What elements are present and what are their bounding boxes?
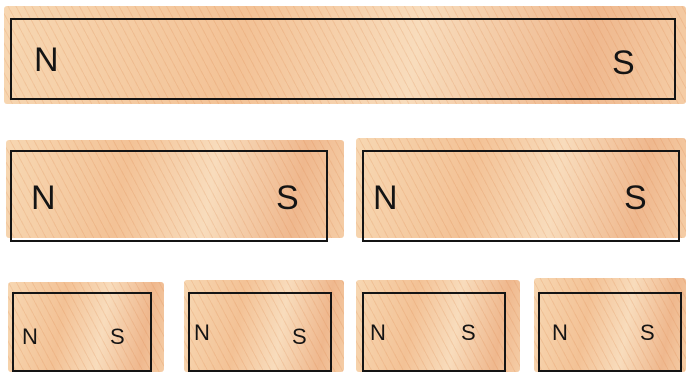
north-pole-label: N — [373, 181, 398, 215]
south-pole-label: S — [461, 322, 476, 344]
magnet-outline — [10, 18, 676, 100]
south-pole-label: S — [612, 46, 635, 80]
south-pole-label: S — [640, 322, 655, 344]
north-pole-label: N — [370, 322, 386, 344]
south-pole-label: S — [110, 326, 125, 348]
north-pole-label: N — [22, 326, 38, 348]
north-pole-label: N — [34, 43, 59, 77]
south-pole-label: S — [292, 326, 307, 348]
north-pole-label: N — [552, 322, 568, 344]
south-pole-label: S — [276, 181, 299, 215]
north-pole-label: N — [31, 181, 56, 215]
south-pole-label: S — [624, 181, 647, 215]
north-pole-label: N — [194, 322, 210, 344]
